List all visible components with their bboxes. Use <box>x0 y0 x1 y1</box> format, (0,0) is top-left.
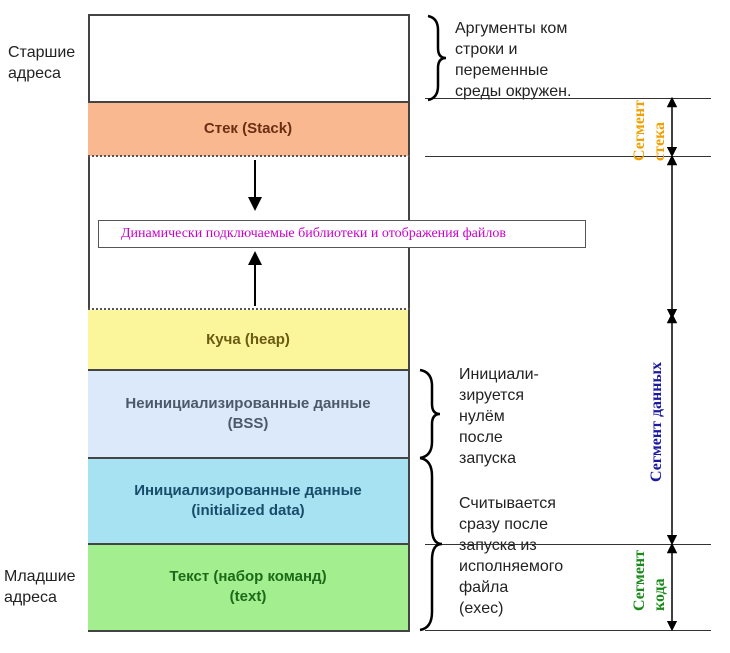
data-brace <box>419 456 443 632</box>
boundary-line <box>88 543 410 545</box>
mmap-region-label: Динамически подключаемые библиотеки и от… <box>121 226 506 241</box>
args-env-note: Аргументы ком строки и переменные среды … <box>455 20 572 100</box>
boundary-line <box>88 369 410 371</box>
guide-line <box>425 98 711 99</box>
guide-line <box>425 630 711 631</box>
boundary-line <box>88 101 410 103</box>
data-segment: Инициализированные данные (initialized d… <box>88 458 408 544</box>
args-brace <box>427 14 447 102</box>
stack-segment: Стек (Stack) <box>88 102 408 156</box>
heap-segment-label: Куча (heap) <box>206 331 290 348</box>
text-segment: Текст (набор команд) (text) <box>88 544 408 630</box>
mmap-region-box: Динамически подключаемые библиотеки и от… <box>98 220 586 248</box>
bss-brace <box>419 368 441 460</box>
boundary-line <box>88 457 410 459</box>
bss-segment: Неинициализированные данные (BSS) <box>88 370 408 458</box>
bss-segment-label: Неинициализированные данные (BSS) <box>125 395 371 432</box>
heap-segment: Куча (heap) <box>88 310 408 370</box>
dotted-boundary <box>88 155 410 157</box>
guide-line <box>425 544 711 545</box>
data-note: Считывается сразу после запуска из испол… <box>459 495 564 617</box>
low-addresses-label: Младшие адреса <box>4 568 76 606</box>
data-segment-label: Инициализированные данные (initialized d… <box>134 482 362 519</box>
stack-segment-label: Стек (Stack) <box>203 120 293 137</box>
guide-line <box>425 156 711 157</box>
high-addresses-label: Старшие адреса <box>8 44 76 82</box>
text-segment-label: Текст (набор команд) (text) <box>169 568 327 605</box>
dotted-boundary <box>88 308 410 310</box>
bss-note: Инициали- зируется нулём после запуска <box>459 366 539 467</box>
